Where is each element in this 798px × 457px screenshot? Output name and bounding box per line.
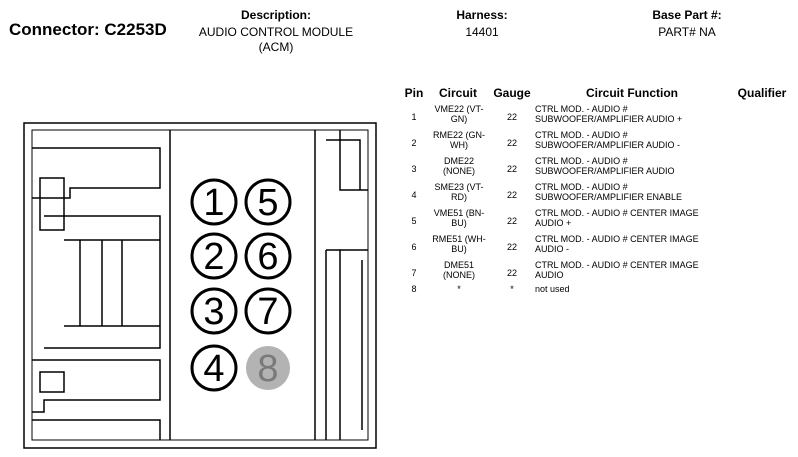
- circuit-cell: *: [457, 284, 461, 294]
- circuit-function-cell: CTRL MOD. - AUDIO #SUBWOOFER/AMPLIFIER A…: [535, 156, 675, 176]
- description-label: Description:: [240, 8, 311, 22]
- description-line: AUDIO CONTROL MODULE: [198, 25, 354, 39]
- connector-outline: [23, 122, 377, 449]
- description-value: AUDIO CONTROL MODULE (ACM): [190, 25, 362, 55]
- gauge-cell: 22: [506, 216, 517, 226]
- table-row: 8 * * not used: [400, 284, 790, 296]
- table-row: 1 VME22 (VT-GN) 22 CTRL MOD. - AUDIO #SU…: [400, 104, 790, 130]
- circuit-cell: VME51 (BN-BU): [433, 208, 485, 228]
- table-row: 3 DME22(NONE) 22 CTRL MOD. - AUDIO #SUBW…: [400, 156, 790, 182]
- pin-label-1: 1: [203, 182, 224, 224]
- pin-label-3: 3: [203, 291, 224, 333]
- column-header-pin: Pin: [404, 86, 424, 100]
- pin-cavity-4: [190, 344, 238, 392]
- pin-cavity-6: [244, 232, 292, 280]
- pin-number-cell: 3: [411, 164, 417, 174]
- harness-label: Harness:: [456, 8, 508, 22]
- description-line: (ACM): [258, 40, 294, 54]
- circuit-cell: DME51(NONE): [443, 260, 475, 280]
- circuit-cell: DME22(NONE): [443, 156, 475, 176]
- harness-value: 14401: [465, 25, 499, 39]
- pin-cavity-3: [190, 287, 238, 335]
- pin-label-4: 4: [203, 348, 224, 390]
- connector-title: Connector: C2253D: [9, 20, 167, 39]
- table-row: 5 VME51 (BN-BU) 22 CTRL MOD. - AUDIO # C…: [400, 208, 790, 234]
- circuit-function-cell: CTRL MOD. - AUDIO #SUBWOOFER/AMPLIFIER A…: [535, 104, 683, 124]
- pin-label-7: 7: [257, 291, 278, 333]
- column-header-circuit: Circuit: [438, 86, 477, 100]
- pin-cavity-1: [190, 178, 238, 226]
- pin-label-5: 5: [257, 182, 278, 224]
- pin-label-2: 2: [203, 236, 224, 278]
- column-header-gauge: Gauge: [493, 86, 531, 100]
- base-part-label: Base Part #:: [652, 8, 722, 22]
- table-row: 7 DME51(NONE) 22 CTRL MOD. - AUDIO # CEN…: [400, 260, 790, 286]
- gauge-cell: 22: [506, 164, 517, 174]
- circuit-function-cell: CTRL MOD. - AUDIO #SUBWOOFER/AMPLIFIER A…: [535, 130, 681, 150]
- pin-number-cell: 1: [411, 112, 417, 122]
- pin-number-cell: 7: [411, 268, 417, 278]
- circuit-cell: SME23 (VT-RD): [434, 182, 484, 202]
- gauge-cell: 22: [506, 138, 517, 148]
- pin-label-6: 6: [257, 236, 278, 278]
- pin-cavity-5: [244, 178, 292, 226]
- gauge-cell: 22: [506, 112, 517, 122]
- pin-cavity-2: [190, 232, 238, 280]
- column-header-circuit-function: Circuit Function: [586, 86, 678, 100]
- gauge-cell: *: [510, 284, 514, 294]
- pin-number-cell: 4: [411, 190, 417, 200]
- pin-number-cell: 2: [411, 138, 417, 148]
- circuit-cell: RME22 (GN-WH): [432, 130, 485, 150]
- circuit-function-cell: CTRL MOD. - AUDIO #SUBWOOFER/AMPLIFIER E…: [535, 182, 683, 202]
- circuit-cell: VME22 (VT-GN): [434, 104, 484, 124]
- gauge-cell: 22: [506, 190, 517, 200]
- table-row: 6 RME51 (WH-BU) 22 CTRL MOD. - AUDIO # C…: [400, 234, 790, 260]
- pin-cavity-7: [244, 287, 292, 335]
- pin-label-8: 8: [257, 348, 278, 390]
- circuit-cell: RME51 (WH-BU): [432, 234, 486, 254]
- gauge-cell: 22: [506, 242, 517, 252]
- table-row: 4 SME23 (VT-RD) 22 CTRL MOD. - AUDIO #SU…: [400, 182, 790, 208]
- base-part-value: PART# NA: [658, 25, 716, 39]
- pin-number-cell: 6: [411, 242, 417, 252]
- pin-number-cell: 8: [411, 284, 417, 294]
- column-header-qualifier: Qualifier: [737, 86, 787, 100]
- pin-number-cell: 5: [411, 216, 417, 226]
- circuit-function-cell: not used: [535, 284, 570, 294]
- table-row: 2 RME22 (GN-WH) 22 CTRL MOD. - AUDIO #SU…: [400, 130, 790, 156]
- pin-cavity-8: [246, 346, 290, 390]
- gauge-cell: 22: [506, 268, 517, 278]
